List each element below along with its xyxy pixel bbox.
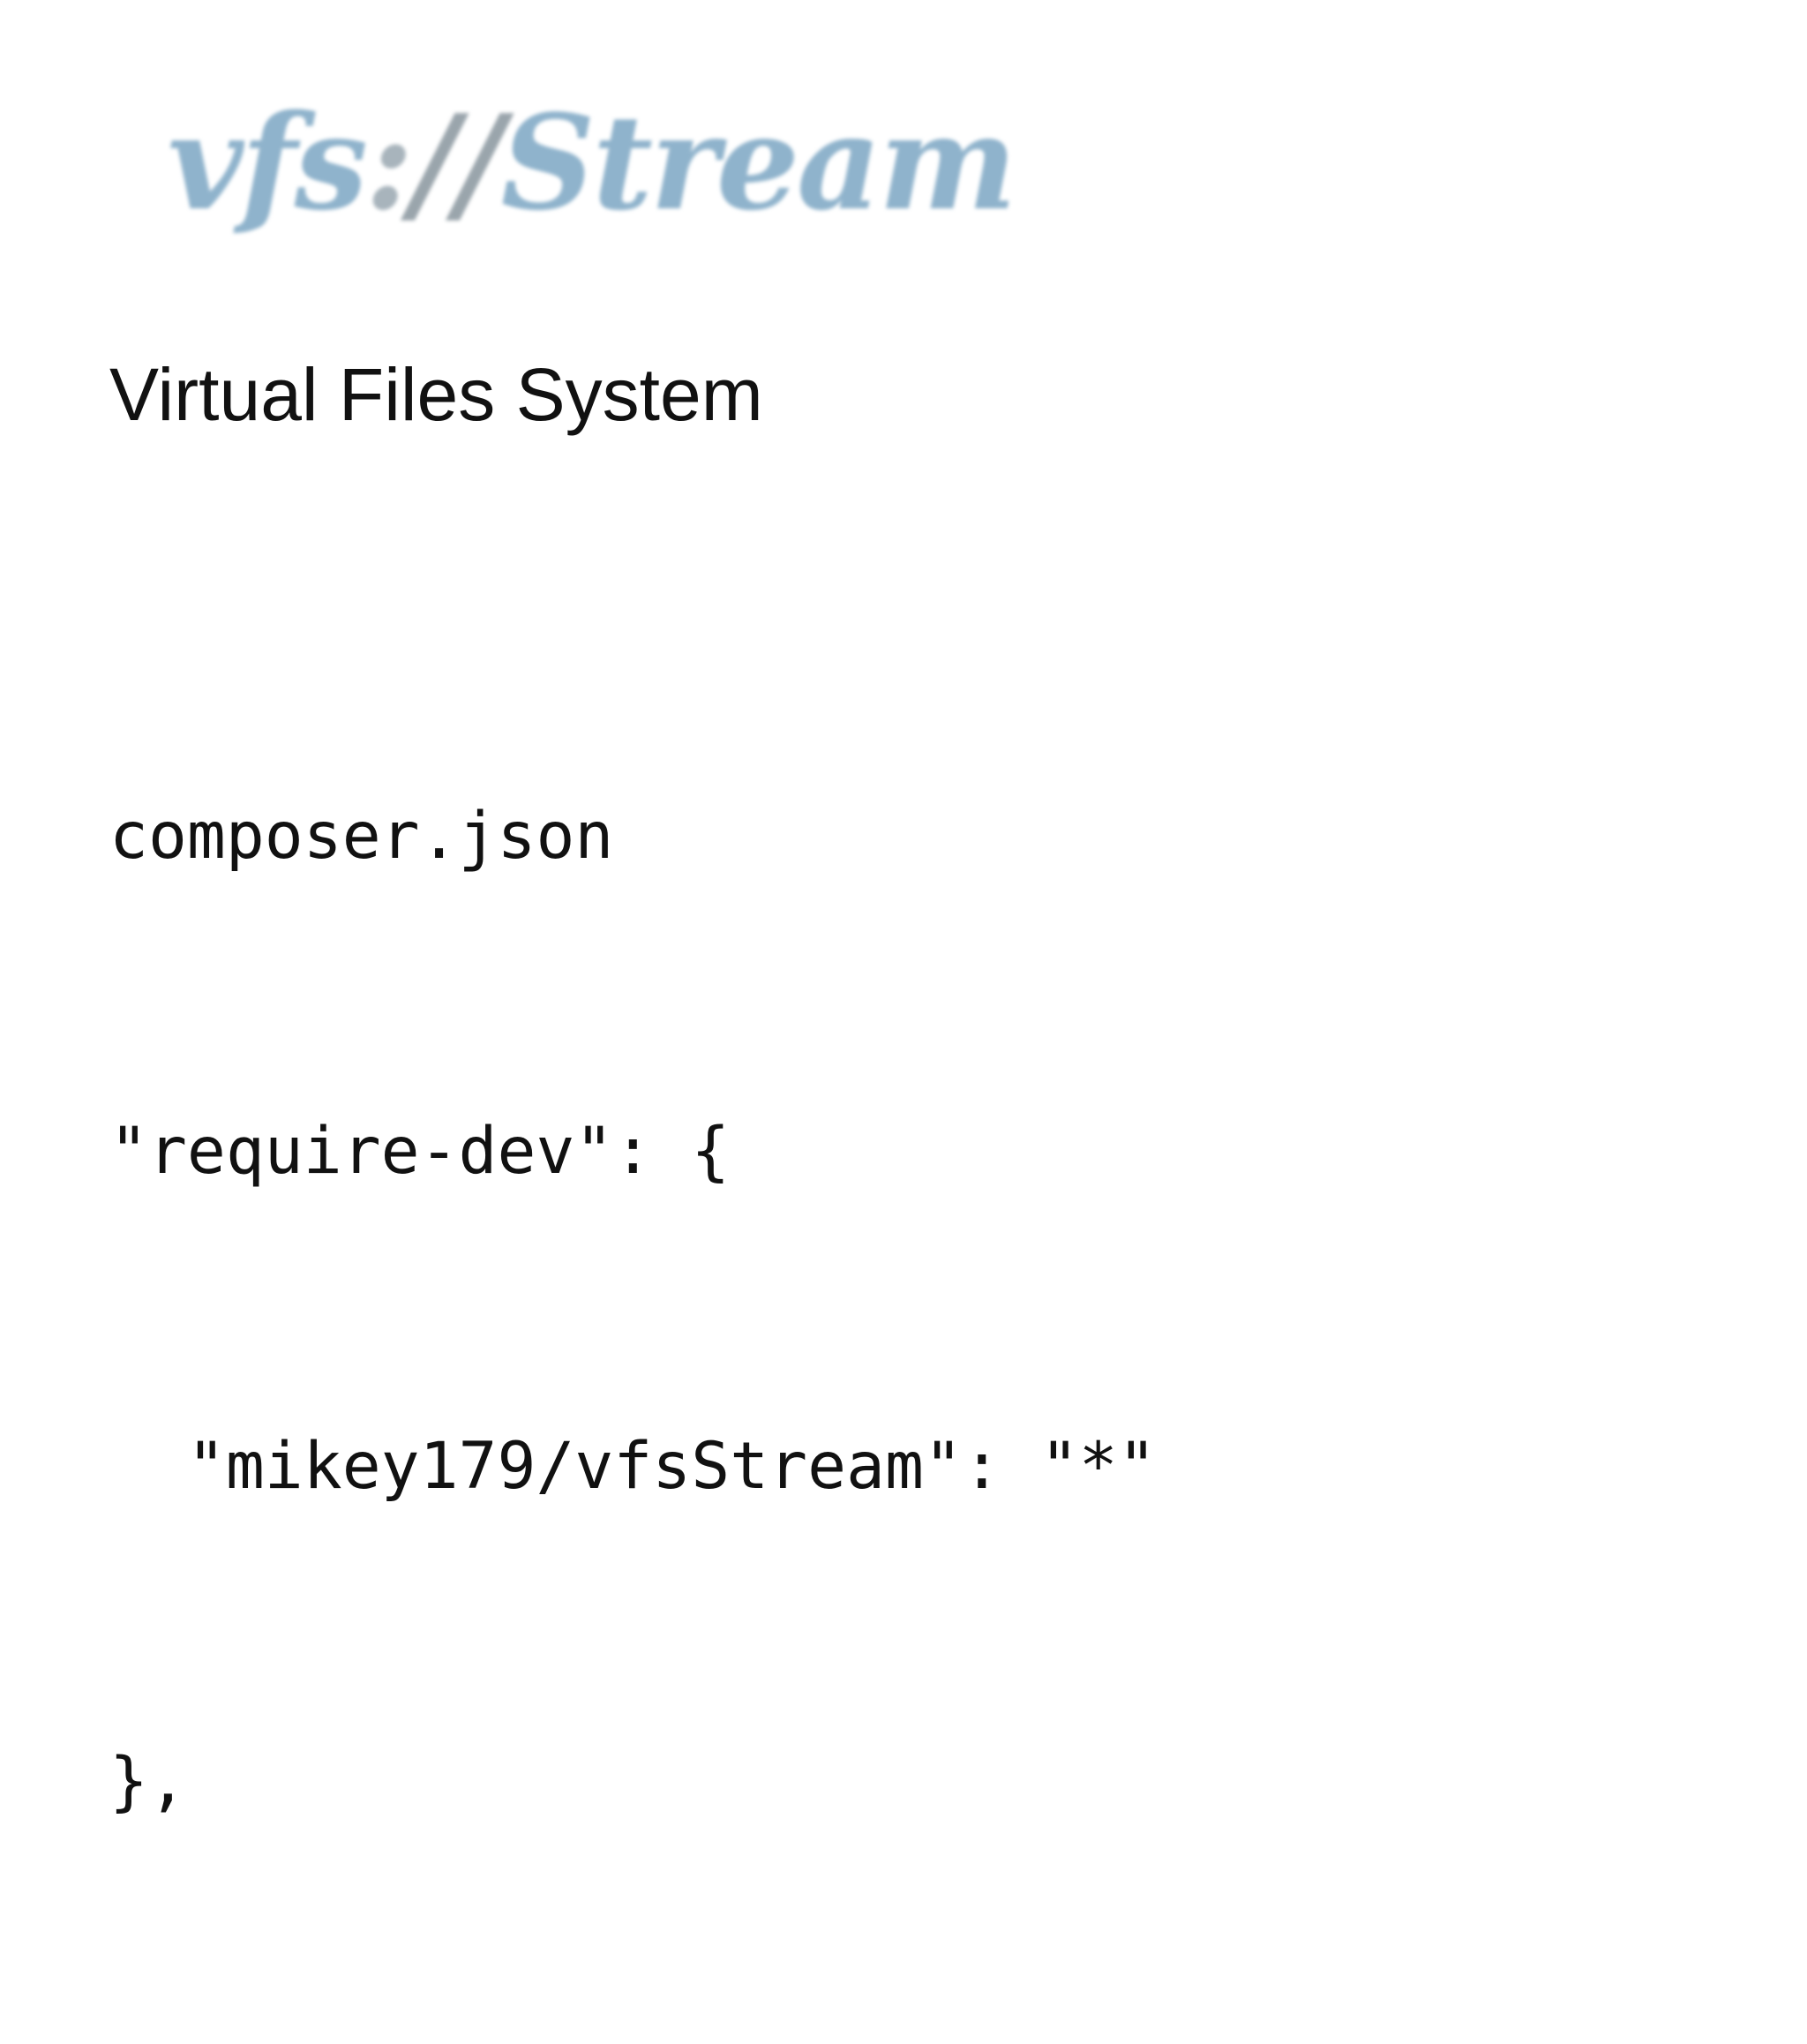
logo-slashes-text: // [410, 86, 504, 239]
vfsstream-logo: vfs://Stream [168, 97, 1017, 228]
slide-subtitle: Virtual Files System [109, 353, 763, 436]
code-block: composer.json "require-dev": { "mikey179… [109, 574, 1157, 2044]
code-line-filename: composer.json [109, 799, 614, 874]
logo-colon-text: : [364, 86, 414, 239]
code-line-close: }, [109, 1744, 187, 1819]
logo-vfs-text: vfs [168, 86, 368, 239]
code-line-require-dev-open: "require-dev": { [109, 1114, 731, 1189]
code-line-package: "mikey179/vfsStream": "*" [109, 1429, 1157, 1504]
logo-stream-text: Stream [500, 86, 1017, 239]
slide: vfs://Stream Virtual Files System compos… [109, 97, 1157, 1819]
